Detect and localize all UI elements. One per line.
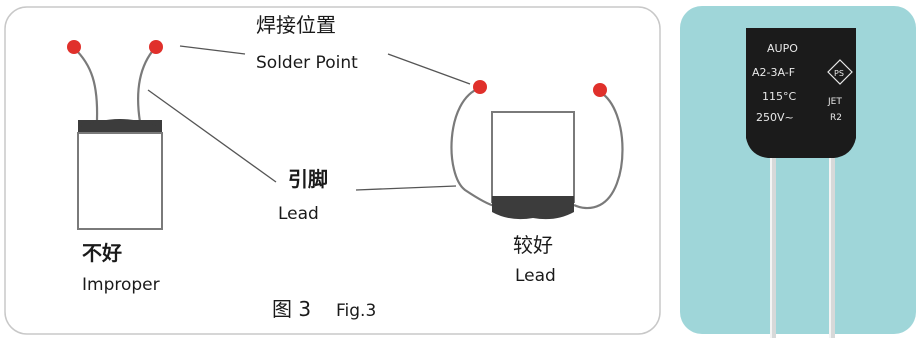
solder-dot-better-right — [593, 83, 607, 97]
component-photo: AUPO A2-3A-F 115°C 250V~ PS JET R2 — [680, 6, 916, 338]
better-body — [491, 111, 575, 203]
lead-label-zh: 引脚 — [288, 167, 328, 191]
callout-solder-left — [179, 45, 246, 55]
solder-point-label-zh: 焊接位置 — [256, 13, 336, 37]
fuse-lead-right — [829, 150, 835, 338]
improper-label-en: Improper — [82, 275, 160, 295]
callout-lead-right — [355, 185, 457, 191]
better-label-zh: 较好 — [513, 233, 553, 257]
marking-cert2: R2 — [830, 113, 842, 123]
better-lead-right — [573, 91, 624, 210]
marking-line3: 115°C — [762, 90, 796, 103]
improper-lead-right — [137, 47, 156, 123]
fuse-lead-left — [770, 150, 776, 338]
better-component — [450, 80, 624, 220]
marking-line1: AUPO — [767, 42, 798, 55]
better-label-en: Lead — [515, 266, 556, 286]
marking-line4: 250V~ — [756, 111, 794, 124]
marking-line2: A2-3A-F — [752, 66, 795, 79]
fuse-body — [746, 28, 856, 158]
marking-cert1: JET — [827, 97, 842, 107]
callout-solder-right — [387, 53, 471, 85]
figure-caption-en: Fig.3 — [336, 301, 376, 321]
better-lead-left — [450, 86, 496, 208]
improper-label-zh: 不好 — [82, 241, 122, 265]
lead-label-en: Lead — [278, 204, 319, 224]
solder-point-label-en: Solder Point — [256, 53, 358, 73]
better-body-dark-bottom — [492, 196, 574, 220]
pse-mark-text: PS — [834, 69, 844, 78]
solder-dot-improper-right — [149, 40, 163, 54]
solder-dot-improper-left — [67, 40, 81, 54]
improper-body — [77, 132, 163, 230]
improper-lead-left — [73, 47, 99, 121]
photo-background — [680, 6, 916, 334]
diagram-panel — [4, 6, 661, 335]
solder-dot-better-left — [473, 80, 487, 94]
figure-caption-zh: 图 3 — [272, 297, 311, 321]
improper-component — [67, 40, 163, 230]
pse-mark-icon: PS — [827, 59, 853, 85]
callout-lead-left — [147, 89, 277, 183]
